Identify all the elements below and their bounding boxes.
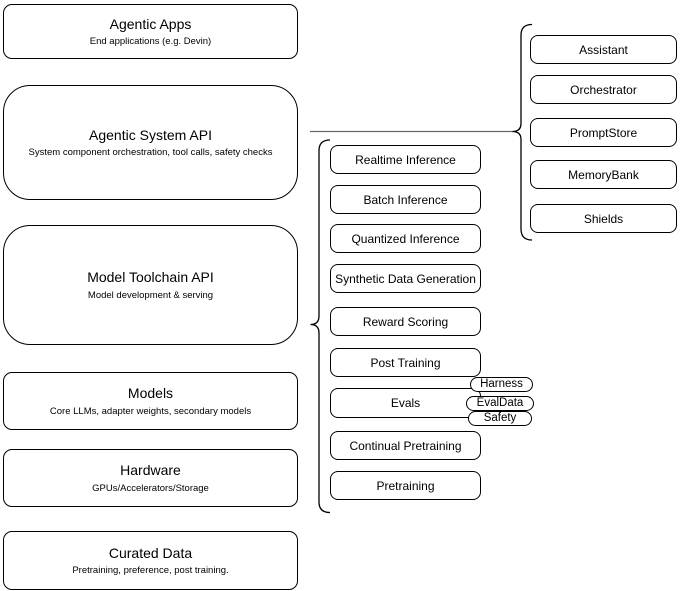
node-title: Hardware <box>120 462 181 479</box>
node-subtitle: GPUs/Accelerators/Storage <box>92 482 209 494</box>
service-reward-scoring: Reward Scoring <box>330 307 481 336</box>
tag-safety: Safety <box>468 411 532 426</box>
node-title: Agentic Apps <box>109 15 192 32</box>
node-subtitle: End applications (e.g. Devin) <box>89 36 212 48</box>
node-title: Curated Data <box>108 544 193 561</box>
node-subtitle: System component orchestration, tool cal… <box>28 147 273 159</box>
service-pretraining: Pretraining <box>330 471 481 500</box>
node-agentic-apps: Agentic Apps End applications (e.g. Devi… <box>3 4 298 59</box>
node-title: Agentic System API <box>89 126 212 143</box>
service-post-training: Post Training <box>330 348 481 377</box>
service-continual-pretraining: Continual Pretraining <box>330 431 481 460</box>
node-title: Model Toolchain API <box>87 269 214 286</box>
service-evals: Evals <box>330 388 481 418</box>
toolchain-brace <box>310 139 331 514</box>
component-shields: Shields <box>530 204 677 233</box>
node-subtitle: Core LLMs, adapter weights, secondary mo… <box>49 405 252 417</box>
service-synthetic-data-generation: Synthetic Data Generation <box>330 264 481 293</box>
component-orchestrator: Orchestrator <box>530 75 677 104</box>
node-hardware: Hardware GPUs/Accelerators/Storage <box>3 449 298 507</box>
node-subtitle: Pretraining, preference, post training. <box>72 565 229 577</box>
tag-evaldata: EvalData <box>466 396 534 411</box>
component-memorybank: MemoryBank <box>530 160 677 189</box>
node-title: Models <box>127 385 174 402</box>
node-models: Models Core LLMs, adapter weights, secon… <box>3 372 298 430</box>
node-curated-data: Curated Data Pretraining, preference, po… <box>3 531 298 590</box>
tag-harness: Harness <box>470 377 533 392</box>
node-agentic-system-api: Agentic System API System component orch… <box>3 85 298 200</box>
service-quantized-inference: Quantized Inference <box>330 224 481 253</box>
service-batch-inference: Batch Inference <box>330 185 481 214</box>
node-model-toolchain-api: Model Toolchain API Model development & … <box>3 225 298 345</box>
component-assistant: Assistant <box>530 35 677 64</box>
service-realtime-inference: Realtime Inference <box>330 145 481 174</box>
component-promptstore: PromptStore <box>530 118 677 147</box>
node-subtitle: Model development & serving <box>87 289 214 301</box>
